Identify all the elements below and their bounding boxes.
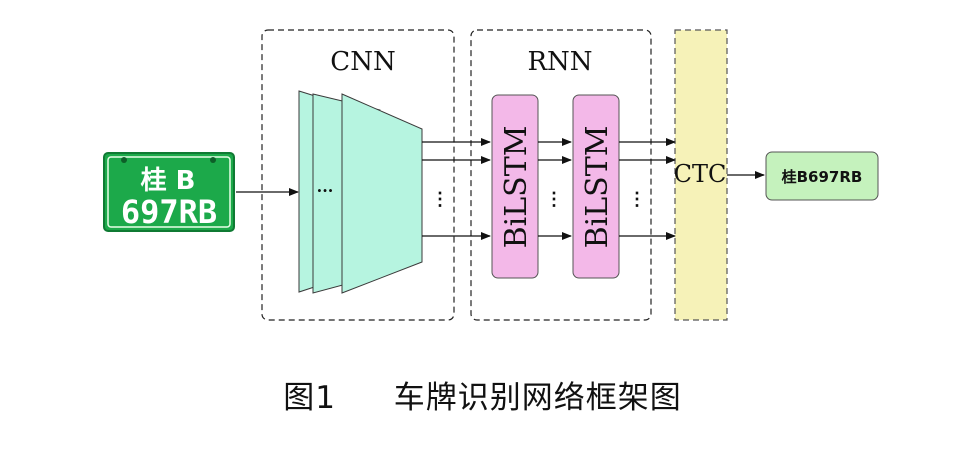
cnn-label: CNN xyxy=(330,47,395,77)
cnn-group-box xyxy=(261,29,455,321)
arrows-cnn-to-bilstm1: ⋮ xyxy=(422,138,491,240)
ctc-label: CTC xyxy=(674,160,727,188)
bilstm-label-1: BiLSTM xyxy=(499,126,534,249)
cnn-layers: ··· xyxy=(298,90,423,294)
ctc-block xyxy=(674,29,728,321)
cnn-ellipsis: ··· xyxy=(317,181,334,200)
vertical-ellipsis-1: ⋮ xyxy=(431,189,449,210)
rnn-label: RNN xyxy=(527,47,592,77)
bilstm-block-2 xyxy=(572,94,620,279)
output-box xyxy=(765,151,879,201)
bilstm-label-2: BiLSTM xyxy=(580,126,615,249)
cnn-layer-3 xyxy=(341,93,423,294)
vertical-ellipsis-3: ⋮ xyxy=(628,189,646,210)
vertical-ellipsis-2: ⋮ xyxy=(545,189,563,210)
caption-number: 图1 xyxy=(283,380,336,416)
figure-caption: 图1 车牌识别网络框架图 xyxy=(0,372,965,417)
plate-line2: 697RB xyxy=(121,193,217,231)
caption-title: 车牌识别网络框架图 xyxy=(393,380,682,416)
arrows-bilstm2-to-ctc: ⋮ xyxy=(619,138,676,240)
output-text: 桂B697RB xyxy=(781,168,863,186)
arrows-bilstm1-to-bilstm2: ⋮ xyxy=(538,138,572,240)
plate-line1: 桂 B xyxy=(141,166,196,196)
rnn-group-box xyxy=(470,29,652,321)
license-plate-image: 桂 B 697RB xyxy=(103,152,235,232)
bilstm-block-1 xyxy=(491,94,539,279)
